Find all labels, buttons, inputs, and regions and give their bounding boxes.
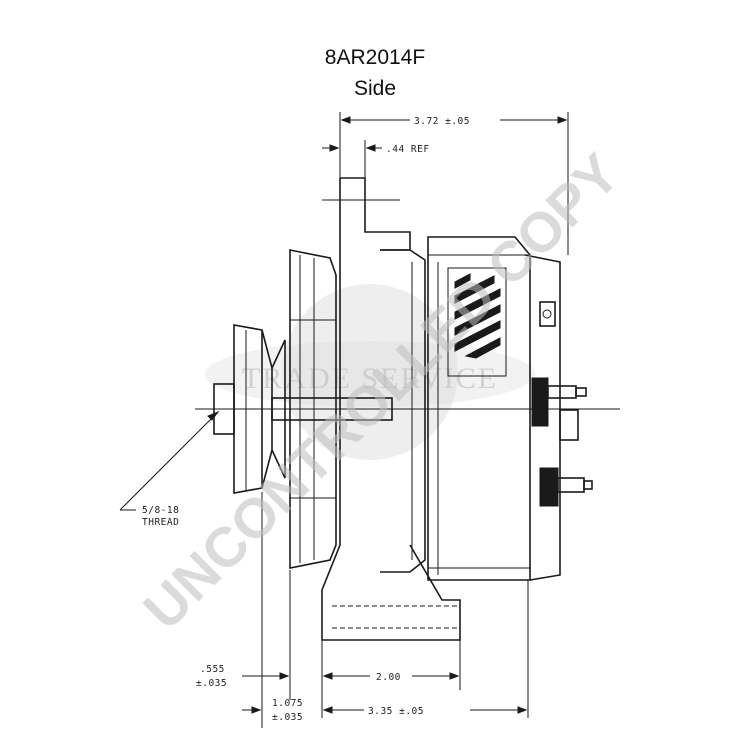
ref-label: .44 REF [386,144,430,155]
overall-length-label: 3.72 ±.05 [414,116,470,127]
front-housing [380,249,426,573]
thread-size-label: 5/8-18 [142,505,179,516]
dimension-mount-width: 2.00 [324,672,460,683]
offset-a-tol-label: ±.035 [196,678,227,689]
base-length-label: 3.35 ±.05 [368,706,424,717]
pulley [233,324,286,494]
bottom-extension-lines [261,492,529,728]
ground-terminal [539,467,593,507]
offset-b-tol-label: ±.035 [272,712,303,723]
part-number-title: 8AR2014F [324,46,426,69]
nameplate-stripes [454,273,501,359]
view-label: Side [353,77,397,100]
thread-callout: 5/8-18 THREAD [119,410,220,528]
watermark-uncontrolled-copy: UNCONTROLLED COPY [131,141,631,641]
output-terminal [531,377,587,441]
thread-text-label: THREAD [142,517,179,528]
offset-a-label: .555 [200,664,225,675]
fan [289,249,337,569]
dimension-base-length: 3.35 ±.05 [324,706,528,717]
rear-housing [427,236,531,581]
dimension-offset-a: .555 ±.035 [196,664,338,689]
watermark-seal: TRADE SERVICE [205,284,535,460]
offset-b-label: 1.075 [272,698,303,709]
mount-width-label: 2.00 [376,672,401,683]
dimension-overall-length: 3.72 ±.05 [339,112,569,255]
dimension-ref: .44 REF [322,140,430,178]
